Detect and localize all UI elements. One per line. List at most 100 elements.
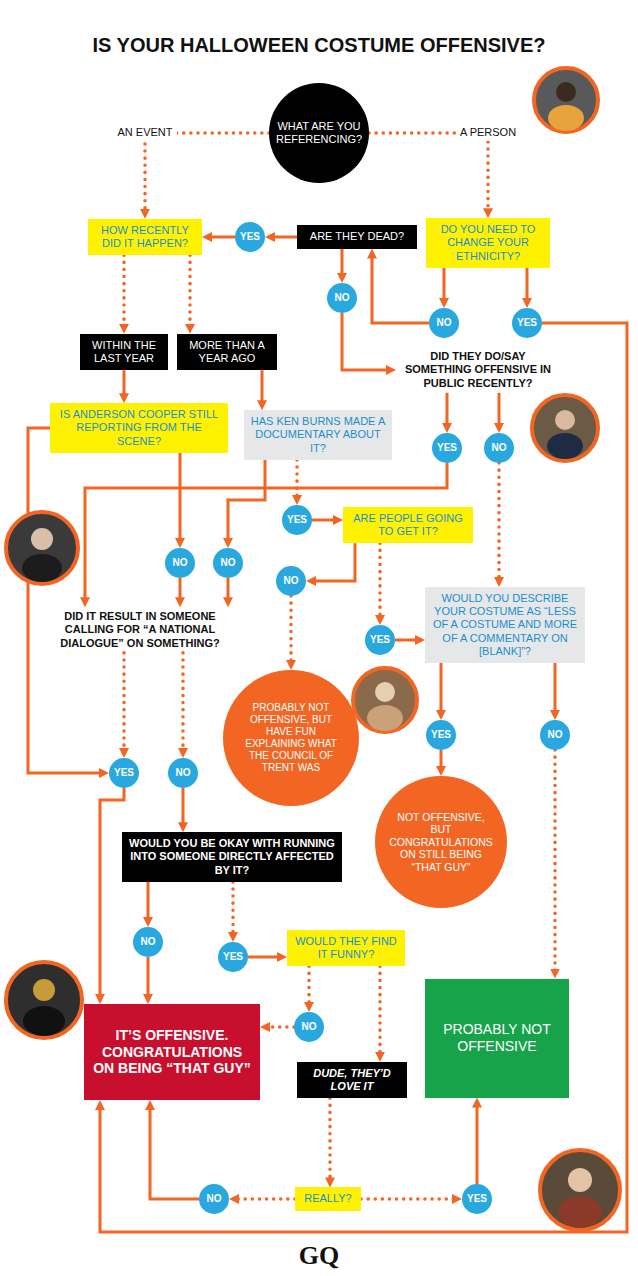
answer-circle: NO (540, 720, 570, 750)
node-text: DUDE, THEY’D LOVE IT (303, 1067, 401, 1093)
photo-figure (556, 82, 576, 102)
question-box: WOULD THEY FIND IT FUNNY? (287, 930, 405, 966)
photo (532, 395, 598, 461)
flow-arrow (378, 966, 382, 1058)
photo-figure (23, 1006, 65, 1036)
node-text: REALLY? (299, 1192, 357, 1205)
answer-circle: NO (294, 1012, 324, 1042)
flow-arrow (443, 268, 446, 304)
answer-box: MORE THAN A YEAR AGO (177, 334, 277, 370)
flow-arrow (150, 1104, 199, 1199)
flow-arrow (188, 255, 192, 330)
edge-label-box: A PERSON (456, 125, 520, 140)
logo-text: GQ (299, 1243, 339, 1269)
photo-frame (353, 668, 417, 732)
flow-arrow (147, 957, 150, 1000)
node-text: YES (462, 1193, 492, 1205)
flow-arrow (289, 596, 293, 666)
photo-frame (532, 395, 598, 461)
edge-label-box: AN EVENT (113, 125, 176, 140)
circle-fill (133, 927, 163, 957)
flow-arrow (476, 1102, 479, 1185)
node-text: DID THEY DO/SAY SOMETHING OFFENSIVE IN P… (402, 350, 554, 390)
answer-circle: NO (429, 308, 459, 338)
answer-circle: NO (484, 433, 514, 463)
node-text: WITHIN THE LAST YEAR (86, 339, 162, 365)
node-text: YES (282, 514, 312, 526)
flow-arrow (100, 788, 124, 1000)
node-text: NO (294, 1021, 324, 1033)
flow-arrow (123, 370, 126, 399)
answer-box: WOULD YOU BE OKAY WITH RUNNING INTO SOME… (122, 832, 342, 882)
flow-arrow (182, 788, 185, 828)
node-text: NO (429, 317, 459, 329)
flow-arrow (122, 653, 126, 754)
answer-circle: YES (432, 433, 462, 463)
node-text: NO (168, 767, 198, 779)
photo-figure (375, 682, 395, 702)
flow-arrow (248, 956, 283, 959)
flow-arrow (147, 882, 150, 923)
flow-arrow (261, 370, 264, 406)
node-text: NOT OFFENSIVE, BUT CONGRATULATIONS ON ST… (386, 811, 496, 874)
photo (6, 512, 78, 584)
question-box: HOW RECENTLY DID IT HAPPEN? (88, 219, 202, 255)
photo-figure (33, 979, 55, 1001)
node-text: ARE THEY DEAD? (303, 230, 411, 243)
photo-figure (568, 1168, 592, 1192)
photo-figure (367, 705, 403, 731)
flow-arrow (553, 750, 557, 975)
circle-fill (365, 625, 395, 655)
flow-arrow (342, 313, 392, 370)
flow-arrow (307, 966, 311, 1008)
logo-box: GQ (299, 1243, 339, 1269)
result-circle: PROBABLY NOT OFFENSIVE, BUT HAVE FUN EXP… (223, 670, 359, 806)
node-text: NO (540, 729, 570, 741)
flow-arrow (497, 463, 501, 583)
flow-arrow (206, 236, 235, 239)
flow-arrow (233, 1197, 295, 1201)
flow-arrow (310, 543, 355, 581)
flow-arrow (372, 253, 429, 323)
question-box: IS ANDERSON COOPER STILL REPORTING FROM … (50, 403, 228, 453)
title-box: IS YOUR HALLOWEEN COSTUME OFFENSIVE? (0, 34, 638, 57)
node-text: DID IT RESULT IN SOMEONE CALLING FOR “A … (52, 610, 228, 650)
answer-circle: YES (218, 942, 248, 972)
flow-arrow (264, 1025, 294, 1029)
circle-fill (213, 548, 243, 578)
node-text: IS ANDERSON COOPER STILL REPORTING FROM … (56, 408, 222, 448)
flow-arrow (440, 663, 443, 716)
photo-figure (22, 554, 62, 582)
circle-fill (199, 1184, 229, 1214)
flow-arrow (341, 249, 344, 279)
answer-circle: NO (327, 283, 357, 313)
circle-fill (165, 548, 195, 578)
circle-fill (269, 83, 369, 183)
node-text: NO (199, 1193, 229, 1205)
answer-circle: YES (462, 1184, 492, 1214)
flow-arrow (228, 460, 265, 544)
answer-circle: YES (512, 308, 542, 338)
flow-arrow (269, 236, 297, 239)
answer-circle: YES (109, 758, 139, 788)
node-text: WOULD THEY FIND IT FUNNY? (293, 935, 399, 961)
circle-fill (484, 433, 514, 463)
photo-frame (540, 1150, 620, 1230)
node-text: WHAT ARE YOU REFERENCING? (276, 120, 362, 146)
flow-arrow (526, 268, 529, 304)
flow-arrow (179, 453, 182, 544)
node-text: YES (365, 634, 395, 646)
node-text: YES (218, 951, 248, 963)
flow-arrow (312, 519, 339, 522)
flow-arrow (361, 1197, 458, 1201)
circle-fill (168, 758, 198, 788)
photo-figure (547, 433, 583, 459)
node-text: WOULD YOU BE OKAY WITH RUNNING INTO SOME… (128, 837, 336, 877)
node-text: ARE PEOPLE GOING TO GET IT? (349, 512, 467, 538)
answer-box: DUDE, THEY’D LOVE IT (297, 1062, 407, 1098)
flow-arrow (231, 882, 235, 938)
node-text: NO (327, 292, 357, 304)
photo-frame (6, 512, 78, 584)
answer-circle: NO (133, 927, 163, 957)
